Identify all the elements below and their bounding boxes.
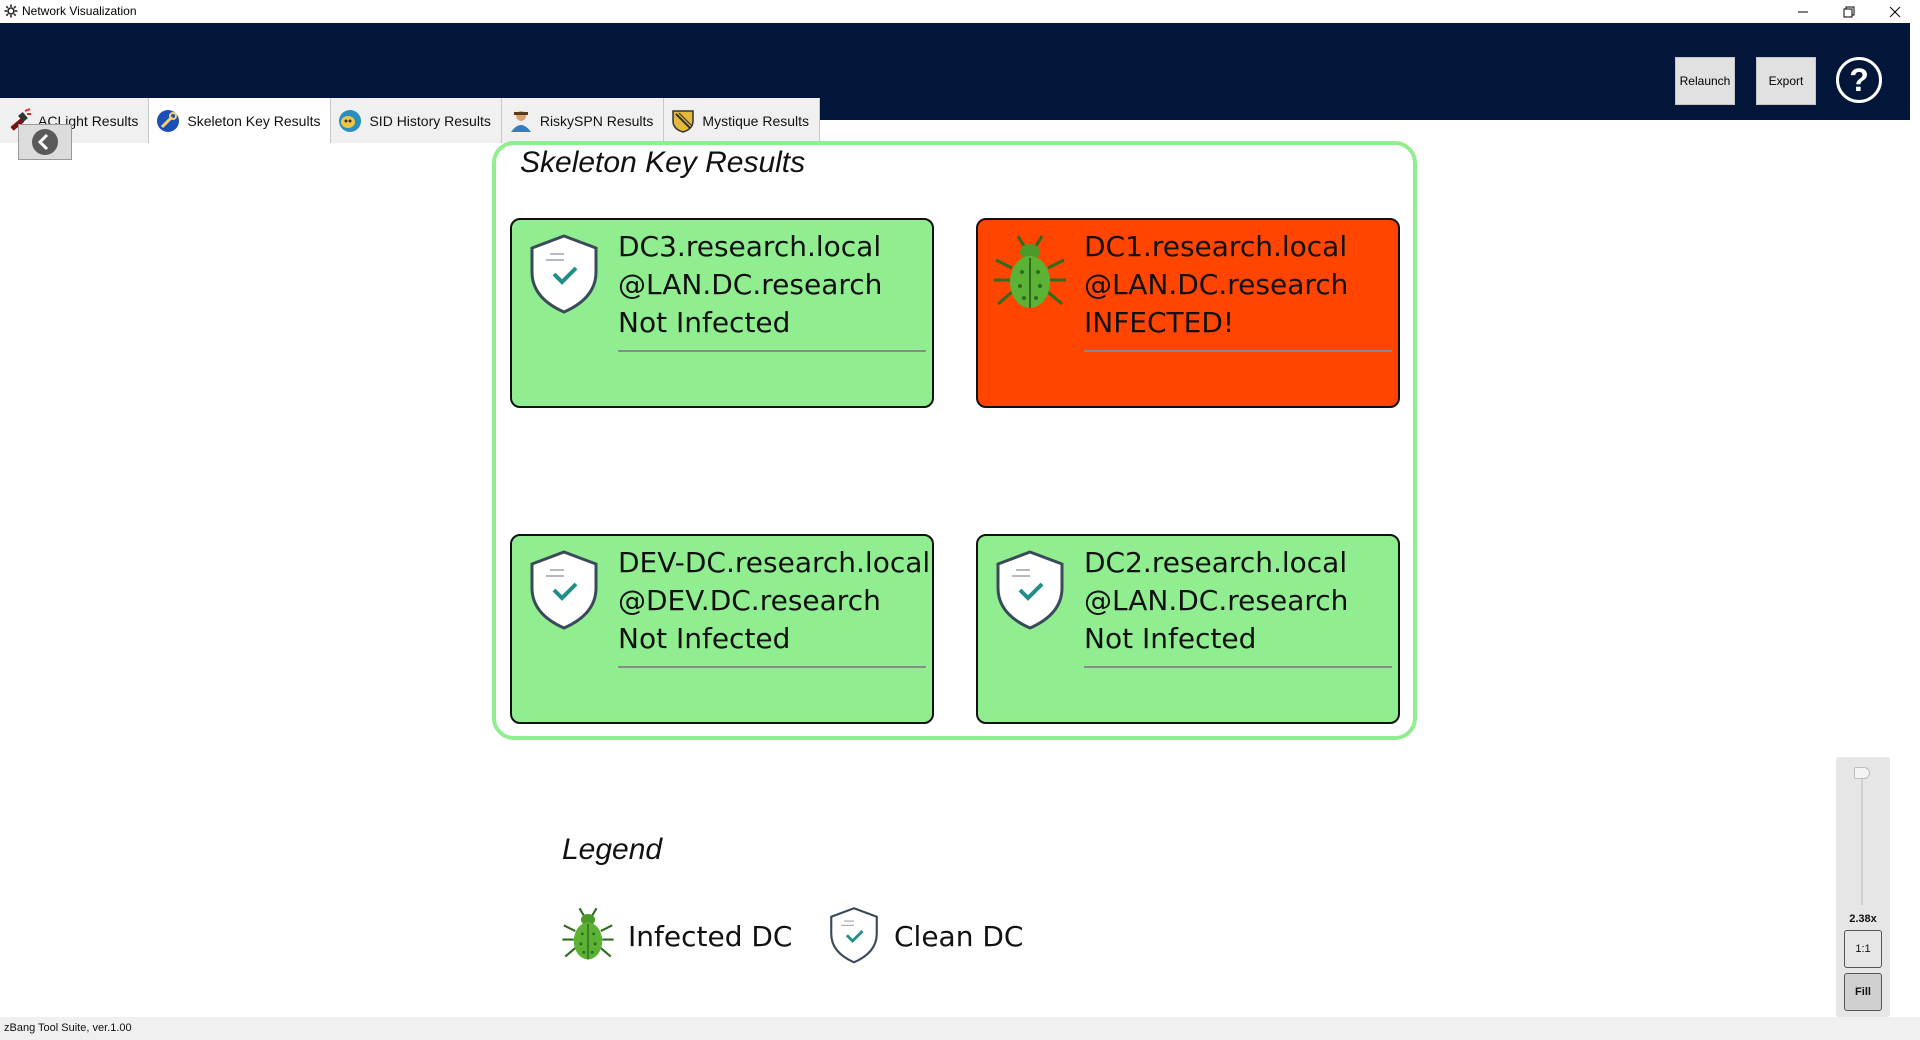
dc-domain: @LAN.DC.research: [618, 268, 883, 301]
zoom-level: 2.38x: [1849, 913, 1877, 925]
back-arrow-icon: [32, 129, 58, 155]
panel-title: Skeleton Key Results: [520, 146, 806, 179]
dc-hostname: DC2.research.local: [1084, 546, 1348, 579]
export-button[interactable]: Export: [1756, 57, 1816, 105]
minimize-icon: [1798, 11, 1808, 12]
zoom-fill-button[interactable]: Fill: [1844, 973, 1882, 1011]
tab-label: RiskySPN Results: [539, 112, 654, 129]
legend-infected-label: Infected DC: [628, 919, 793, 953]
zoom-slider-track[interactable]: [1861, 775, 1863, 905]
user-icon: [508, 108, 534, 134]
dc-hostname: DEV-DC.research.local: [618, 546, 931, 579]
tab-label: Mystique Results: [702, 112, 810, 129]
close-icon: [1889, 6, 1901, 17]
mask-icon: [337, 108, 363, 134]
version-text: zBang Tool Suite, ver.1.00: [4, 1022, 132, 1034]
dc-status: Not Infected: [618, 622, 791, 655]
dc-card-dev-dc[interactable]: DEV-DC.research.local @DEV.DC.research N…: [510, 534, 934, 724]
minimize-button[interactable]: [1780, 0, 1826, 23]
tab-skeleton-key[interactable]: Skeleton Key Results: [149, 98, 332, 143]
shield-crest-icon: [670, 108, 696, 134]
back-button[interactable]: [18, 124, 72, 160]
status-bar: zBang Tool Suite, ver.1.00: [0, 1017, 1920, 1040]
dc-hostname: DC3.research.local: [618, 230, 882, 263]
zoom-control: 2.38x 1:1 Fill: [1836, 757, 1890, 1017]
shield-check-icon: [530, 550, 598, 630]
divider: [1084, 666, 1392, 668]
divider: [618, 666, 926, 668]
zoom-slider-thumb[interactable]: [1854, 767, 1870, 779]
dc-hostname: DC1.research.local: [1084, 230, 1348, 263]
dc-status: Not Infected: [1084, 622, 1257, 655]
legend-title: Legend: [562, 833, 663, 866]
dc-card-text: DC1.research.local @LAN.DC.research INFE…: [1084, 228, 1348, 342]
tab-sid-history[interactable]: SID History Results: [331, 98, 502, 143]
help-button[interactable]: ?: [1836, 57, 1882, 103]
dc-card-dc1[interactable]: DC1.research.local @LAN.DC.research INFE…: [976, 218, 1400, 408]
dc-status: INFECTED!: [1084, 306, 1235, 339]
legend-infected: Infected DC: [556, 904, 792, 968]
divider: [1084, 350, 1392, 352]
restore-icon: [1843, 6, 1855, 17]
dc-card-text: DEV-DC.research.local @DEV.DC.research N…: [618, 544, 930, 658]
relaunch-button[interactable]: Relaunch: [1675, 57, 1735, 105]
tab-riskyspn[interactable]: RiskySPN Results: [501, 98, 665, 143]
app-header: Relaunch Export ? ACLight Results: [0, 23, 1910, 143]
dc-domain: @LAN.DC.research: [1084, 268, 1349, 301]
shield-check-icon: [996, 550, 1064, 630]
bug-icon: [994, 235, 1066, 308]
bug-icon: [562, 907, 614, 960]
dc-domain: @DEV.DC.research: [618, 584, 881, 617]
app-gear-icon: [4, 4, 18, 18]
dc-card-dc3[interactable]: DC3.research.local @LAN.DC.research Not …: [510, 218, 934, 408]
shield-check-icon: [830, 907, 878, 964]
restore-button[interactable]: [1826, 0, 1872, 23]
tab-label: SID History Results: [369, 112, 491, 129]
key-icon: [155, 108, 181, 134]
zoom-1-to-1-button[interactable]: 1:1: [1844, 930, 1882, 968]
window-title: Network Visualization: [22, 4, 137, 18]
tab-mystique[interactable]: Mystique Results: [664, 98, 821, 143]
dc-card-text: DC3.research.local @LAN.DC.research Not …: [618, 228, 882, 342]
results-tabs: ACLight Results Skeleton Key Results S: [0, 98, 821, 143]
flashlight-icon: [6, 107, 32, 134]
legend-clean: Clean DC: [822, 904, 1023, 968]
dc-card-text: DC2.research.local @LAN.DC.research Not …: [1084, 544, 1348, 658]
tab-label: Skeleton Key Results: [187, 112, 321, 129]
legend-clean-label: Clean DC: [894, 919, 1024, 953]
dc-domain: @LAN.DC.research: [1084, 584, 1349, 617]
title-bar: Network Visualization: [0, 0, 1920, 23]
dc-card-dc2[interactable]: DC2.research.local @LAN.DC.research Not …: [976, 534, 1400, 724]
dc-status: Not Infected: [618, 306, 791, 339]
divider: [618, 350, 926, 352]
shield-check-icon: [530, 234, 598, 314]
close-button[interactable]: [1872, 0, 1918, 23]
